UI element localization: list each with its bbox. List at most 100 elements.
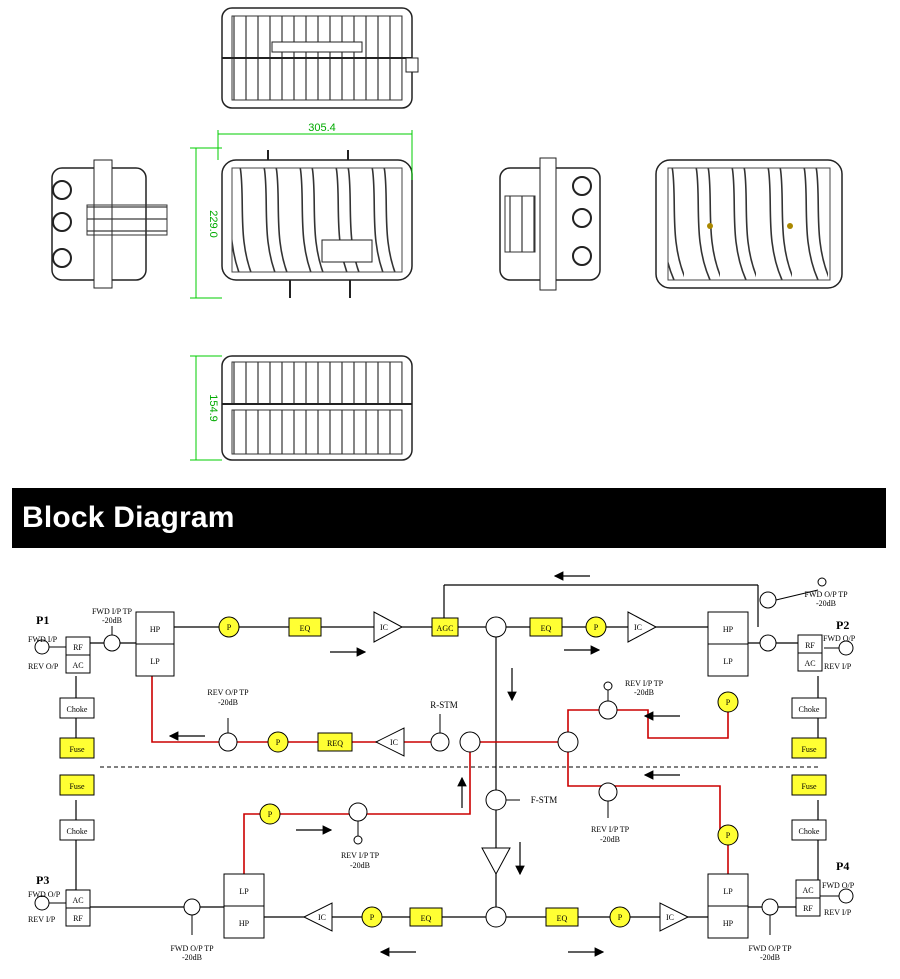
ic-label: IC bbox=[380, 623, 388, 632]
svg-text:HP: HP bbox=[150, 625, 161, 634]
p2-ac: AC bbox=[804, 659, 815, 668]
diplexer-right-top: HP LP bbox=[707, 611, 749, 677]
reverse-chain-lower: REV I/P TP -20dB P P REV I/P TP -20dB bbox=[259, 782, 739, 870]
p3-tp-level: -20dB bbox=[182, 953, 202, 962]
req-label: REQ bbox=[327, 739, 343, 748]
rev-op-tp-label: REV O/P TP bbox=[207, 688, 249, 697]
p1-out-label: REV O/P bbox=[28, 662, 59, 671]
rev-ip-tp-label: REV I/P TP bbox=[591, 825, 630, 834]
p1-rf: RF bbox=[73, 643, 83, 652]
svg-text:HP: HP bbox=[723, 919, 734, 928]
fuse-label: Fuse bbox=[69, 782, 85, 791]
pad-label: P bbox=[268, 810, 273, 819]
diplexer-left-bottom: LP HP bbox=[223, 873, 265, 939]
svg-text:LP: LP bbox=[239, 887, 249, 896]
rev-ip-tp-label: REV I/P TP bbox=[341, 851, 380, 860]
fuse-label: Fuse bbox=[801, 782, 817, 791]
p2-tp-label: FWD O/P TP bbox=[804, 590, 848, 599]
block-diagram: P1 FWD I/P REV O/P RF AC FWD I/P TP -20d… bbox=[28, 571, 856, 962]
p2-tp-level: -20dB bbox=[816, 599, 836, 608]
p3-rf: RF bbox=[73, 914, 83, 923]
front-view-drawing bbox=[190, 130, 413, 299]
back-view-drawing bbox=[655, 159, 843, 289]
p4-tp-label: FWD O/P TP bbox=[748, 944, 792, 953]
eq-label: EQ bbox=[300, 624, 311, 633]
p4-out-label: REV I/P bbox=[824, 908, 852, 917]
bottom-forward-chain: IC P EQ EQ P IC bbox=[302, 902, 690, 932]
p2-in-label: FWD O/P bbox=[823, 634, 856, 643]
section-banner: Block Diagram bbox=[12, 488, 886, 548]
choke-label: Choke bbox=[67, 705, 88, 714]
p3-in-label: FWD O/P bbox=[28, 890, 61, 899]
diplexer-right-bottom: LP HP bbox=[707, 873, 749, 939]
p1-label: P1 bbox=[36, 613, 49, 627]
section-title: Block Diagram bbox=[22, 501, 235, 534]
p3-out-label: REV I/P bbox=[28, 915, 56, 924]
p2-out-label: REV I/P bbox=[824, 662, 852, 671]
ic-label: IC bbox=[390, 738, 398, 747]
p4-label: P4 bbox=[836, 859, 849, 873]
p4-rf: RF bbox=[803, 904, 813, 913]
svg-text:HP: HP bbox=[723, 625, 734, 634]
svg-text:HP: HP bbox=[239, 919, 250, 928]
pad-label: P bbox=[726, 698, 731, 707]
p2-label: P2 bbox=[836, 618, 849, 632]
bottom-view-drawing bbox=[190, 355, 413, 461]
center-chain: F-STM bbox=[481, 789, 558, 928]
rev-ip-tp-level: -20dB bbox=[634, 688, 654, 697]
port-p1: P1 FWD I/P REV O/P RF AC FWD I/P TP -20d… bbox=[28, 607, 133, 674]
p2-rf: RF bbox=[805, 641, 815, 650]
p3-ac: AC bbox=[72, 896, 83, 905]
svg-text:LP: LP bbox=[723, 657, 733, 666]
ic-label: IC bbox=[634, 623, 642, 632]
diplexer-left-top: HP LP bbox=[135, 611, 175, 677]
pad-label: P bbox=[594, 623, 599, 632]
choke-label: Choke bbox=[799, 705, 820, 714]
f-stm-label: F-STM bbox=[531, 795, 558, 805]
p1-ac: AC bbox=[72, 661, 83, 670]
top-forward-chain: P EQ IC AGC EQ P IC bbox=[218, 611, 658, 643]
dimension-height: 229.0 bbox=[207, 210, 219, 238]
right-power-chain: Choke Fuse Fuse Choke bbox=[791, 697, 827, 841]
top-view-drawing bbox=[221, 7, 419, 109]
p4-in-label: FWD O/P bbox=[822, 881, 855, 890]
p4-ac: AC bbox=[802, 886, 813, 895]
ic-label: IC bbox=[318, 913, 326, 922]
p3-label: P3 bbox=[36, 873, 49, 887]
pad-label: P bbox=[726, 831, 731, 840]
p3-tp-label: FWD O/P TP bbox=[170, 944, 214, 953]
fuse-label: Fuse bbox=[69, 745, 85, 754]
p4-tp-level: -20dB bbox=[760, 953, 780, 962]
rev-ip-tp-label: REV I/P TP bbox=[625, 679, 664, 688]
pad-label: P bbox=[227, 623, 232, 632]
ic-label: IC bbox=[666, 913, 674, 922]
fuse-label: Fuse bbox=[801, 745, 817, 754]
svg-text:LP: LP bbox=[150, 657, 160, 666]
port-p2: P2 FWD O/P REV I/P RF AC FWD O/P TP -20d… bbox=[759, 577, 856, 672]
p1-tp-level: -20dB bbox=[102, 616, 122, 625]
pad-label: P bbox=[618, 913, 623, 922]
left-side-view-drawing bbox=[51, 159, 168, 289]
eq-label: EQ bbox=[421, 914, 432, 923]
r-stm-label: R-STM bbox=[430, 700, 458, 710]
port-p4: P4 FWD O/P REV I/P AC RF FWD O/P TP -20d… bbox=[748, 859, 854, 962]
choke-label: Choke bbox=[67, 827, 88, 836]
port-p3: P3 FWD O/P REV I/P AC RF FWD O/P TP -20d… bbox=[28, 873, 214, 962]
reverse-chain-upper: REV O/P TP -20dB P REQ IC R-STM REV I/P … bbox=[207, 679, 739, 757]
dimension-width: 305.4 bbox=[308, 122, 336, 134]
agc-label: AGC bbox=[437, 624, 454, 633]
rev-ip-tp-level: -20dB bbox=[350, 861, 370, 870]
direction-arrows bbox=[168, 571, 680, 957]
choke-label: Choke bbox=[799, 827, 820, 836]
mechanical-drawings: 305.4 229.0 154.9 bbox=[51, 7, 843, 461]
p1-tp-label: FWD I/P TP bbox=[92, 607, 133, 616]
rev-op-tp-level: -20dB bbox=[218, 698, 238, 707]
svg-text:LP: LP bbox=[723, 887, 733, 896]
left-power-chain: Choke Fuse Fuse Choke bbox=[59, 697, 95, 841]
eq-label: EQ bbox=[557, 914, 568, 923]
rev-ip-tp-level: -20dB bbox=[600, 835, 620, 844]
pad-label: P bbox=[276, 738, 281, 747]
p1-in-label: FWD I/P bbox=[28, 635, 58, 644]
pad-label: P bbox=[370, 913, 375, 922]
eq-label: EQ bbox=[541, 624, 552, 633]
